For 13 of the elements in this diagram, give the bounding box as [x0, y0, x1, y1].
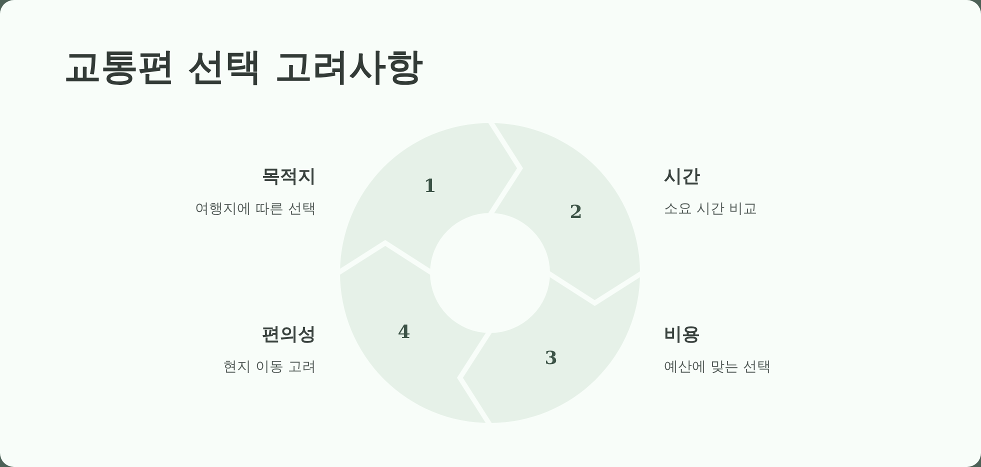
- step-description: 여행지에 따른 선택: [195, 200, 316, 218]
- step-description: 예산에 맞는 선택: [664, 358, 771, 376]
- step-heading: 편의성: [262, 323, 316, 346]
- step-number: 2: [570, 204, 582, 222]
- diagram-title: 교통편 선택 고려사항: [64, 44, 423, 90]
- step-heading: 비용: [664, 323, 700, 346]
- step-description: 소요 시간 비교: [664, 200, 757, 218]
- step-number: 3: [544, 350, 558, 368]
- step-number: 4: [398, 324, 410, 342]
- step-number: 1: [424, 178, 436, 196]
- step-heading: 시간: [664, 165, 700, 188]
- step-description: 현지 이동 고려: [223, 358, 316, 376]
- step-heading: 목적지: [262, 165, 316, 188]
